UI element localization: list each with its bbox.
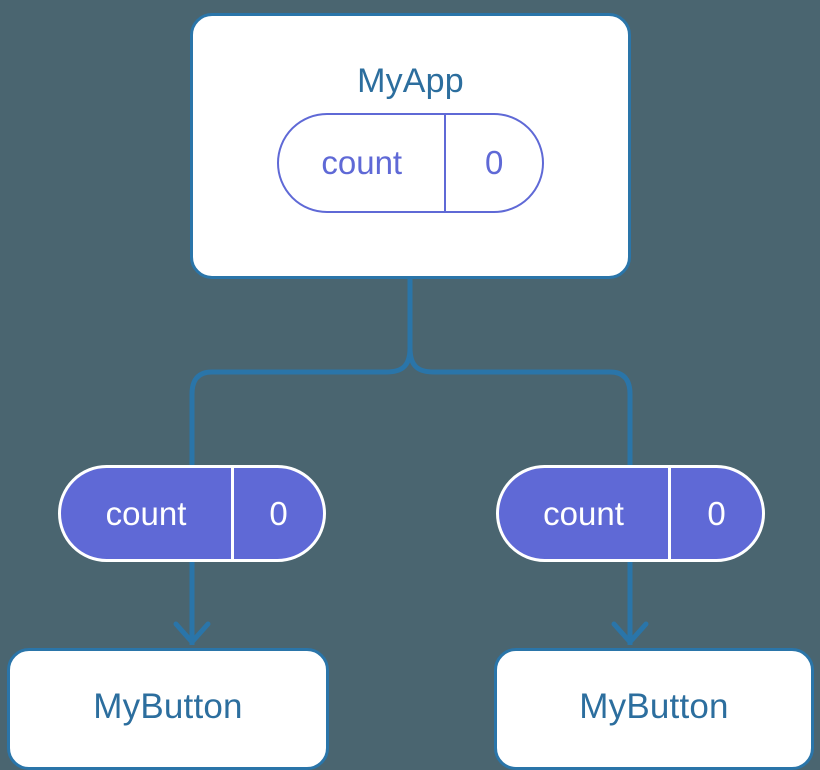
component-title-mybutton-left: MyButton: [93, 687, 243, 726]
right-prop-arrow-head: [611, 621, 649, 645]
prop-capsule-left[interactable]: count 0: [58, 465, 326, 562]
prop-key-label: count: [499, 468, 672, 559]
fork-right-branch: [407, 345, 633, 468]
component-title-myapp: MyApp: [357, 62, 464, 100]
state-capsule-root[interactable]: count 0: [277, 113, 544, 213]
fork-left-branch: [189, 345, 413, 468]
component-node-myapp[interactable]: MyApp count 0: [190, 13, 631, 279]
prop-value-label: 0: [707, 494, 726, 532]
component-title-mybutton-right: MyButton: [579, 687, 729, 726]
state-value-label: 0: [485, 144, 504, 181]
prop-capsule-right[interactable]: count 0: [496, 465, 765, 562]
component-node-mybutton-right[interactable]: MyButton: [494, 648, 814, 770]
left-prop-arrow-head: [173, 621, 211, 645]
component-node-mybutton-left[interactable]: MyButton: [7, 648, 329, 770]
state-key-label: count: [279, 115, 447, 211]
prop-key-label: count: [61, 468, 235, 559]
prop-value-label: 0: [269, 494, 288, 532]
